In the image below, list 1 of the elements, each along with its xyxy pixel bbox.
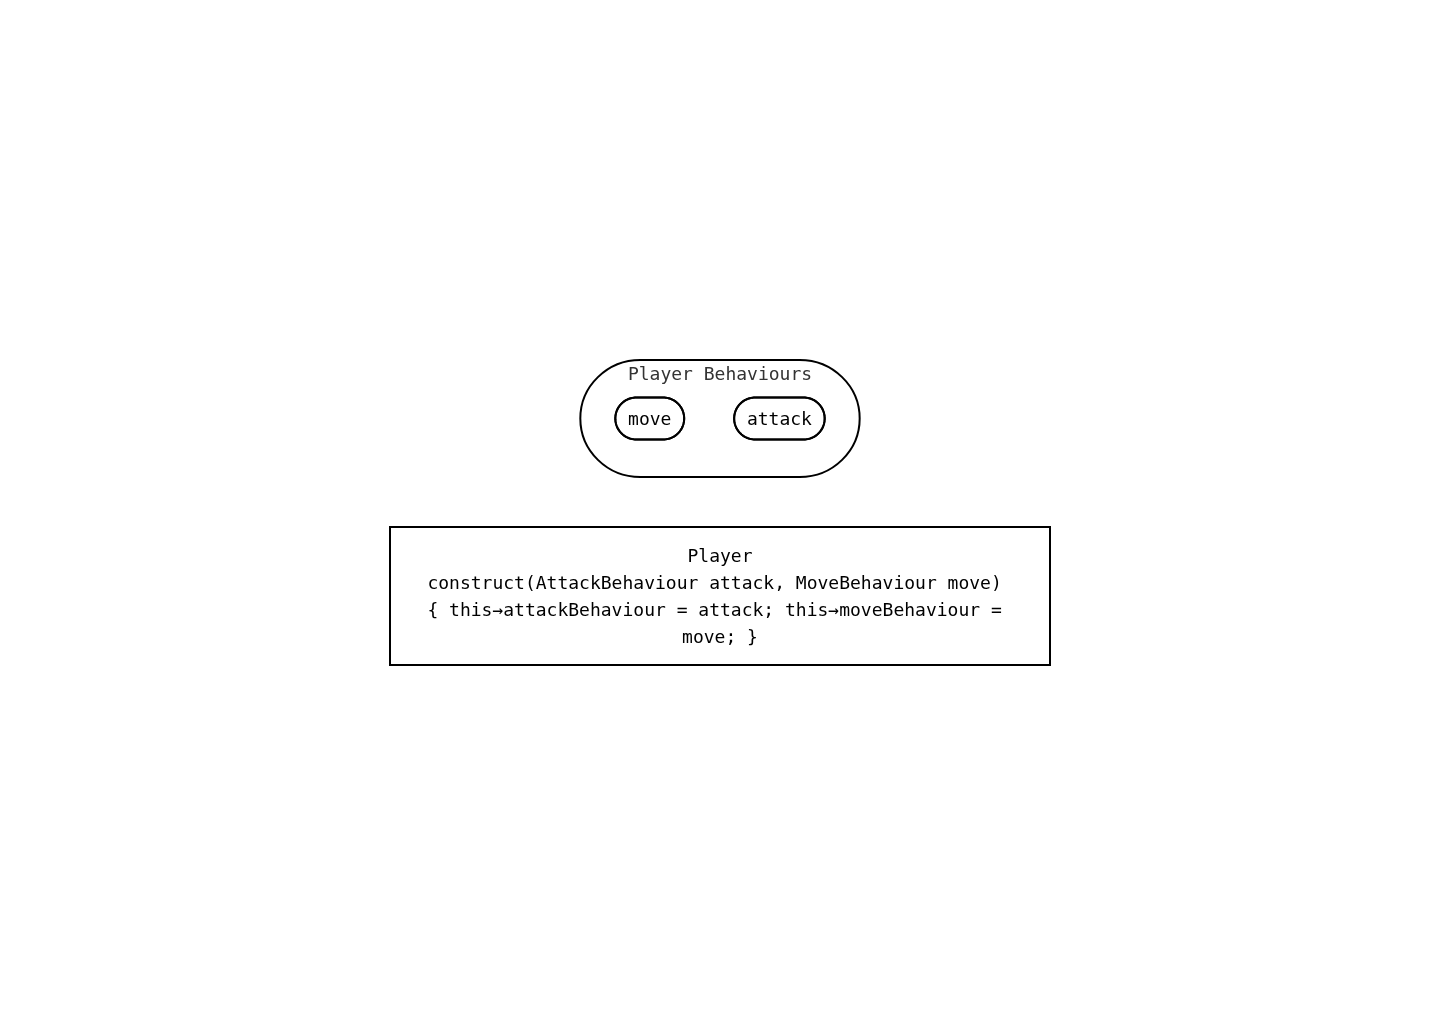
node-box: Player construct(AttackBehaviour attack, MoveBehaviour move) { this→attackBehaviour = attack; this→moveBehaviour = move; } (389, 525, 1051, 666)
